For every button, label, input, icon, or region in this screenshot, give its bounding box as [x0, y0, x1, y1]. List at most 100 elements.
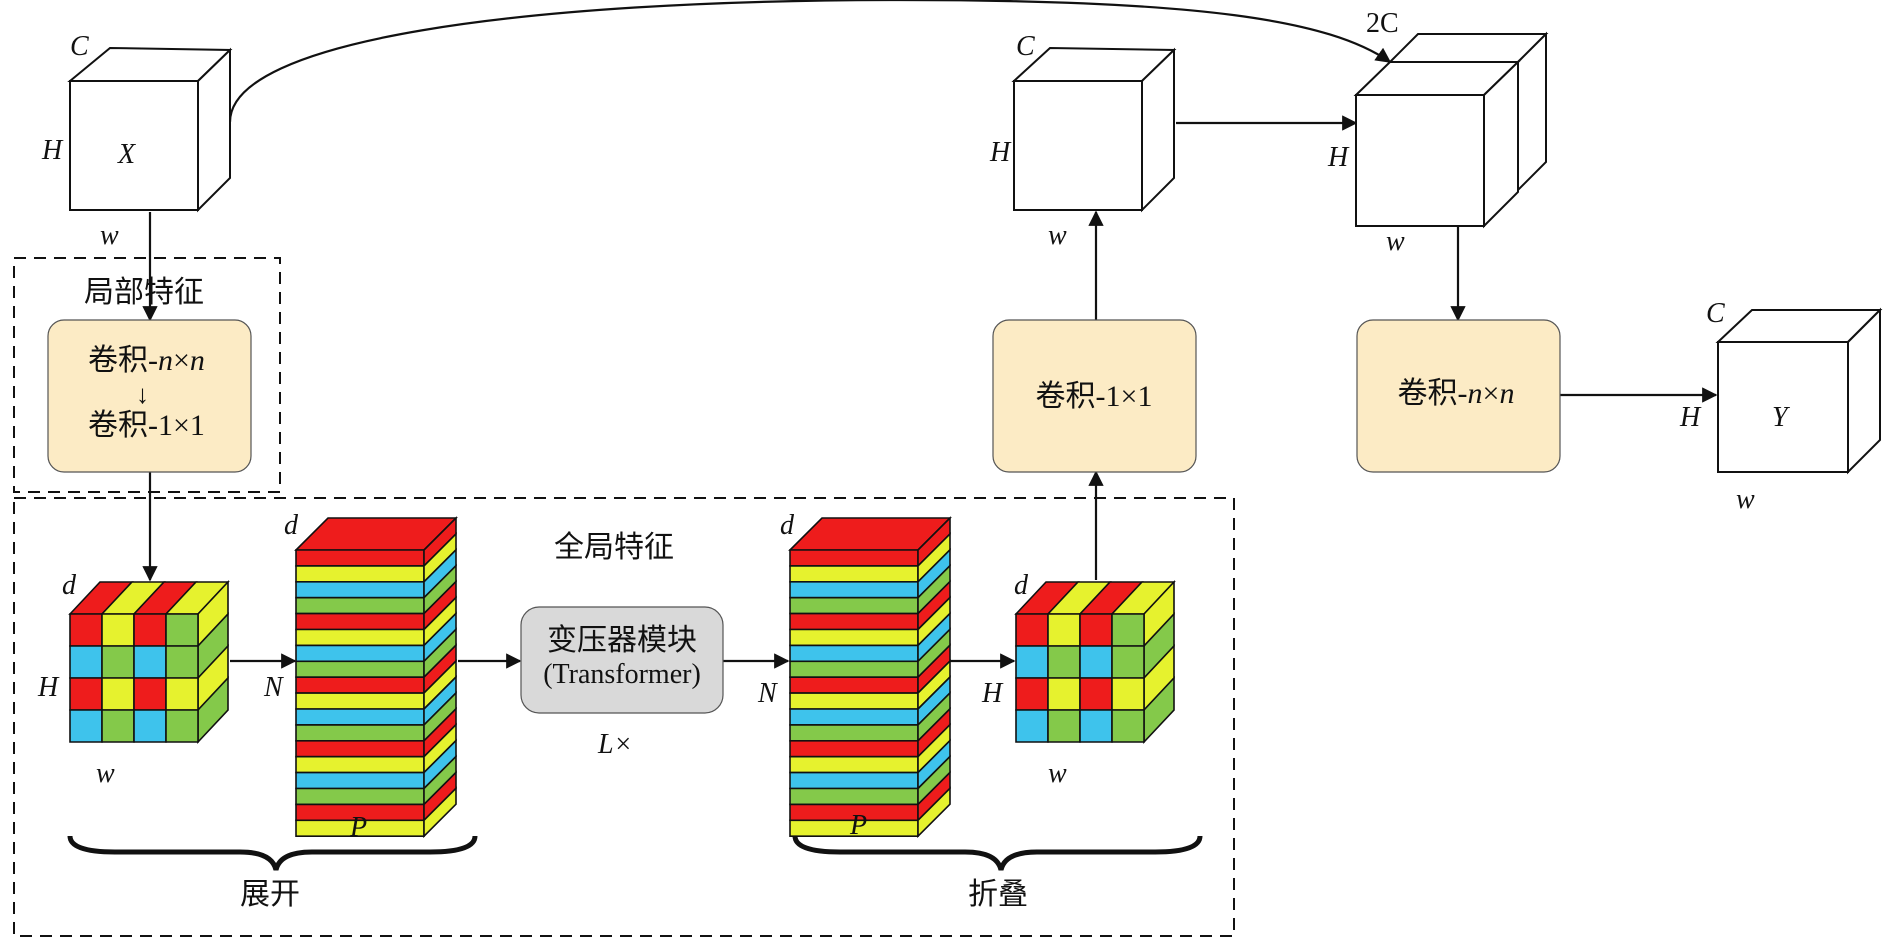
stack-layer — [789, 596, 919, 615]
label-h-input: H — [41, 135, 64, 166]
stack-layer — [295, 755, 425, 774]
output-cube-y — [1715, 307, 1883, 475]
stack-layer — [789, 580, 919, 599]
patch-cell — [1111, 677, 1145, 711]
stack-layer — [789, 612, 919, 631]
patch-cell — [101, 613, 135, 647]
label-p-fold-stack: P — [849, 810, 867, 841]
stack-layer — [789, 692, 919, 710]
patch-cell — [1111, 613, 1145, 647]
patch-cell — [133, 613, 167, 647]
stack-layer — [295, 596, 425, 615]
label-w-input: w — [100, 220, 119, 251]
fold-sequence-stack — [788, 516, 952, 839]
label-h-y: H — [1679, 402, 1702, 433]
fold-patch-cube — [1014, 579, 1176, 745]
unfold-brace — [67, 835, 478, 871]
patch-cell — [1015, 645, 1049, 679]
stack-layer — [789, 644, 919, 663]
patch-cell — [165, 613, 199, 647]
fold-brace — [792, 835, 1203, 871]
stack-layer — [295, 771, 425, 790]
patch-cell — [1079, 677, 1113, 711]
patch-cell — [1079, 709, 1113, 743]
patch-cell — [1015, 677, 1049, 711]
stack-layer — [789, 724, 919, 742]
stack-layer — [295, 676, 425, 694]
stack-layer — [295, 739, 425, 758]
label-h-unfold-patches: H — [37, 672, 60, 703]
local-feature-title: 局部特征 — [84, 276, 204, 309]
patch-cell — [69, 613, 103, 647]
conv-nxn-text: 卷积-n×n — [1398, 377, 1515, 410]
patch-cell — [1047, 645, 1081, 679]
stack-layer — [789, 708, 919, 726]
patch-cell — [133, 645, 167, 679]
label-d-fold-patches: d — [1014, 570, 1029, 601]
stack-layer-side — [423, 786, 457, 839]
stack-layer — [295, 708, 425, 726]
stack-layer — [295, 660, 425, 679]
patch-cell — [69, 645, 103, 679]
label-w-fold-patches: w — [1048, 758, 1067, 789]
patch-cell — [1047, 677, 1081, 711]
stack-layer — [295, 644, 425, 663]
patch-cell — [165, 709, 199, 743]
label-2c: 2C — [1366, 8, 1399, 39]
label-y: Y — [1772, 402, 1791, 433]
output-cube-local-global — [1011, 46, 1177, 213]
unfold-sequence-stack — [294, 516, 458, 839]
label-w-concat: w — [1386, 226, 1405, 257]
patch-cell — [1079, 613, 1113, 647]
patch-cell — [133, 677, 167, 711]
patch-cell — [1111, 709, 1145, 743]
unfold-label: 展开 — [240, 878, 300, 911]
patch-cell — [165, 677, 199, 711]
patch-cell — [1015, 613, 1049, 647]
local-arrow-text: ↓ — [136, 380, 149, 409]
stack-layer — [295, 612, 425, 631]
stack-layer — [789, 628, 919, 647]
fold-label: 折叠 — [968, 878, 1028, 911]
stack-layer — [789, 676, 919, 694]
label-x: X — [117, 139, 136, 170]
label-l-times: L× — [597, 729, 632, 760]
label-d-unfold-stack: d — [284, 510, 299, 541]
stack-layer — [789, 739, 919, 758]
label-c-output: C — [1016, 31, 1035, 62]
label-n-unfold-stack: N — [263, 672, 284, 703]
label-w-unfold-patches: w — [96, 758, 115, 789]
transformer-label-en: (Transformer) — [543, 659, 701, 690]
label-w-output: w — [1048, 220, 1067, 251]
unfold-patch-cube — [68, 579, 230, 745]
conv-1x1-text: 卷积-1×1 — [1036, 380, 1153, 413]
label-n-fold-stack: N — [757, 678, 778, 709]
local-conv-1x1-text: 卷积-1×1 — [88, 409, 205, 442]
local-conv-nxn-text: 卷积-n×n — [88, 344, 205, 377]
stack-layer — [295, 580, 425, 599]
label-d-unfold-patches: d — [62, 570, 77, 601]
stack-layer — [789, 549, 919, 567]
stack-layer — [295, 565, 425, 583]
label-c-y: C — [1706, 298, 1725, 329]
patch-cell — [101, 677, 135, 711]
transformer-box — [520, 606, 724, 714]
patch-cell — [133, 709, 167, 743]
patch-cell — [165, 645, 199, 679]
local-conv-box — [47, 319, 252, 473]
patch-cell — [69, 709, 103, 743]
stack-layer — [295, 692, 425, 710]
conv-nxn-box — [1356, 319, 1561, 473]
concat-cube-2c — [1353, 31, 1549, 229]
label-p-unfold-stack: P — [349, 812, 367, 843]
label-h-concat: H — [1327, 142, 1350, 173]
stack-layer — [789, 755, 919, 774]
input-cube-x — [67, 46, 233, 213]
label-c-input: C — [70, 31, 89, 62]
patch-cell — [1047, 709, 1081, 743]
global-feature-title: 全局特征 — [554, 531, 674, 564]
transformer-label-cn: 变压器模块 — [547, 624, 697, 657]
label-h-fold-patches: H — [981, 678, 1004, 709]
patch-cell — [69, 677, 103, 711]
label-d-fold-stack: d — [780, 510, 795, 541]
